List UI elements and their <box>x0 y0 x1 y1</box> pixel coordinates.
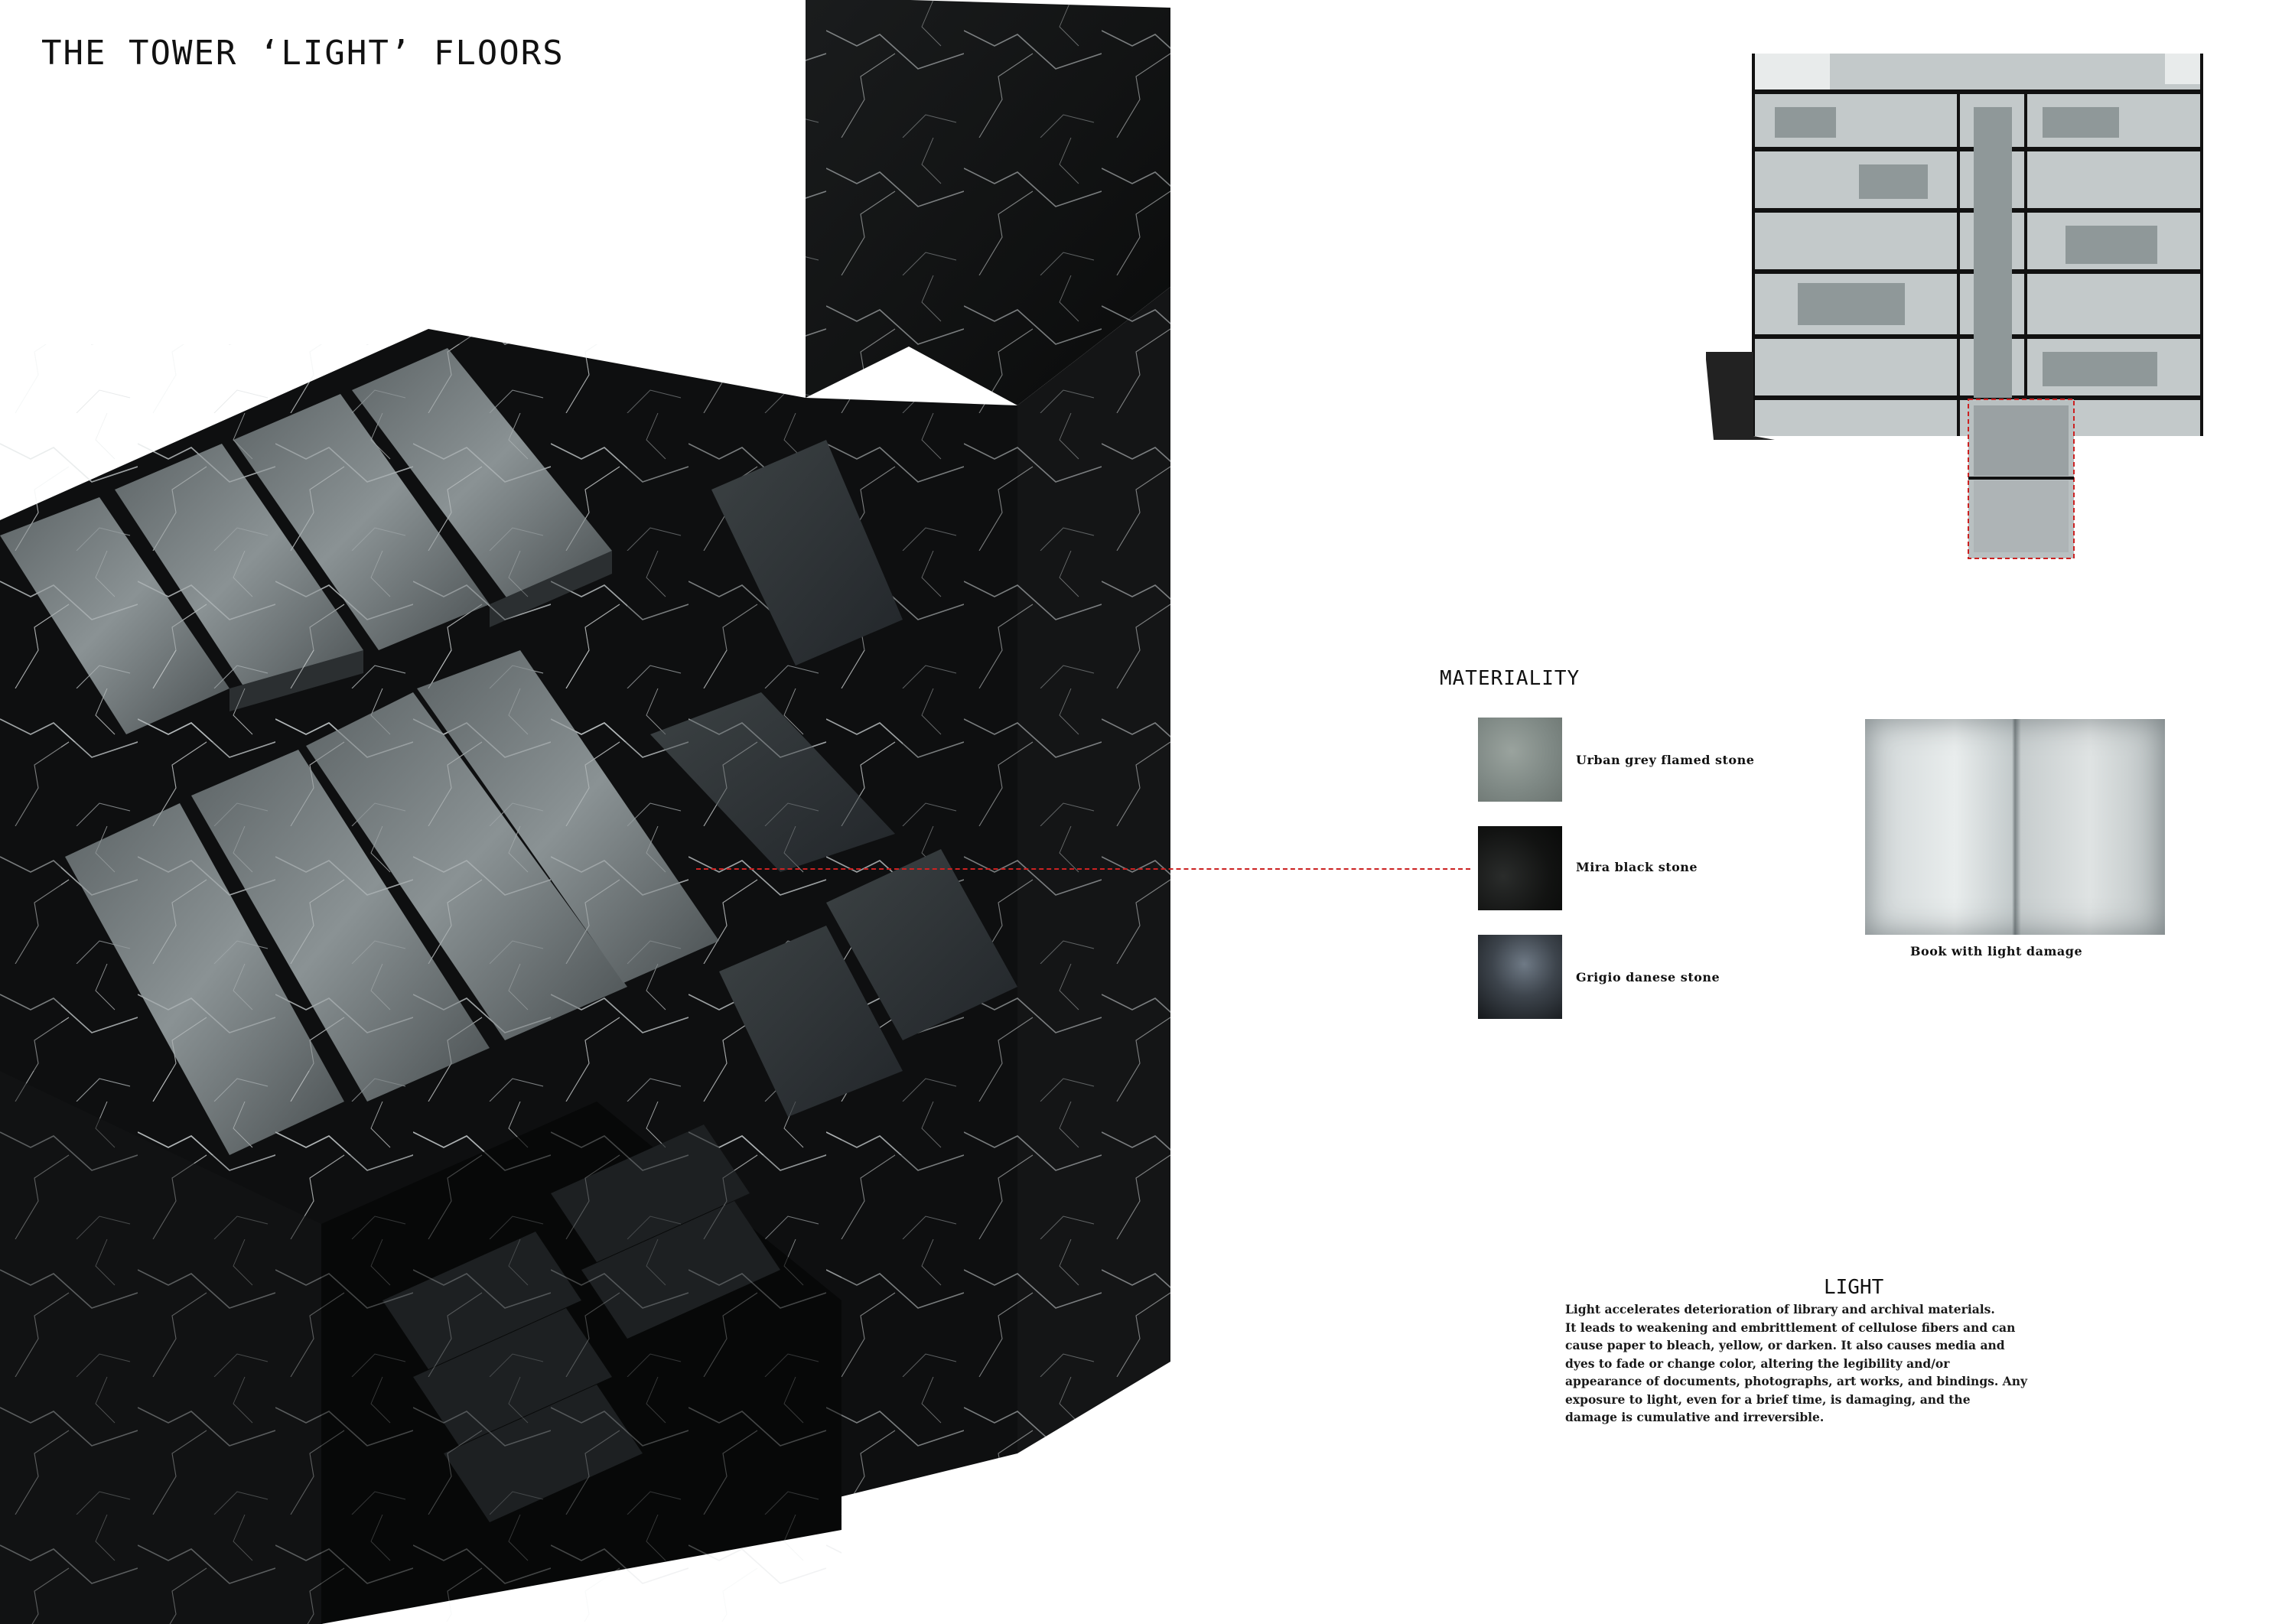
right-floor-slabs <box>719 849 1017 1117</box>
material-leader-line <box>696 868 1470 870</box>
mira-black-stone-swatch <box>1478 826 1562 910</box>
materiality-heading: MATERIALITY <box>1440 667 1580 690</box>
light-description: Light accelerates deterioration of libra… <box>1565 1302 2027 1424</box>
building-section-drawing <box>1706 54 2203 559</box>
light-damaged-book-image <box>1865 719 2165 935</box>
page-title: THE TOWER ‘LIGHT’ FLOORS <box>41 34 565 73</box>
book-image-caption: Book with light damage <box>1910 944 2083 958</box>
isometric-tower-drawing <box>0 0 1170 1624</box>
urban-grey-flamed-stone-swatch <box>1478 718 1562 802</box>
material-label-urban-grey: Urban grey flamed stone <box>1576 753 1755 767</box>
grigio-danese-stone-swatch <box>1478 935 1562 1019</box>
material-label-mira-black: Mira black stone <box>1576 860 1698 874</box>
material-label-grigio-danese: Grigio danese stone <box>1576 970 1720 984</box>
light-heading: LIGHT <box>1824 1276 1884 1299</box>
lower-stair-void <box>321 1102 842 1624</box>
